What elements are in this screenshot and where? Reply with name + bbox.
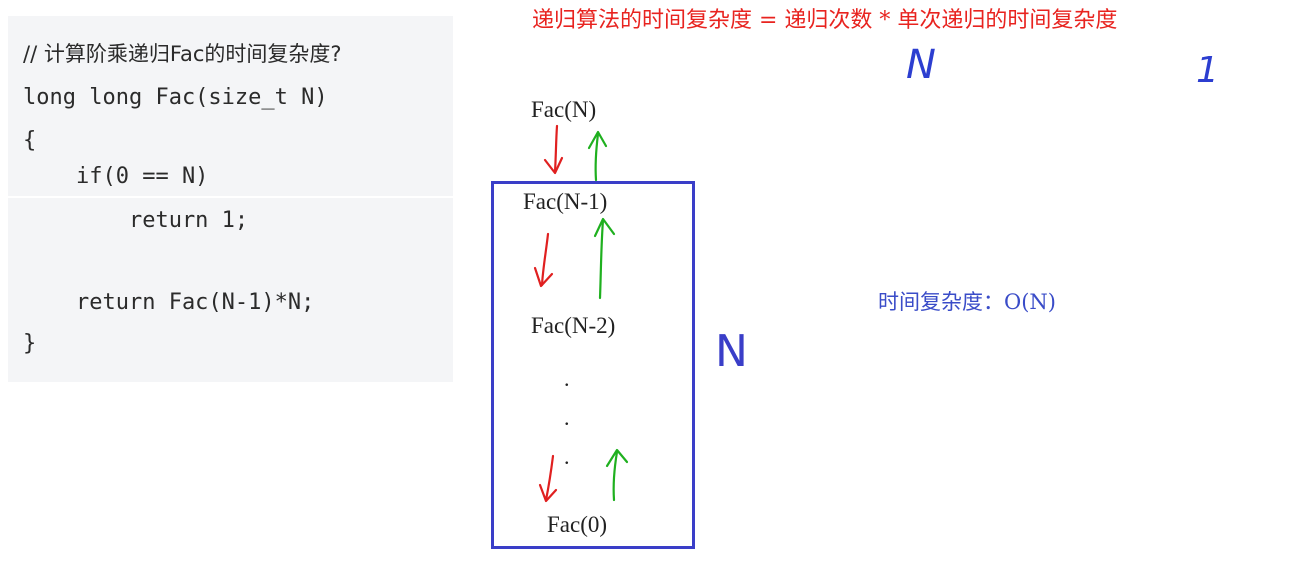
ellipsis-dot-3: . [564,444,570,469]
code-line-if: if(0 == N) [23,164,209,189]
call-fac-n: Fac(N) [531,97,597,122]
handwritten-single-one: 1 [1196,50,1219,91]
ellipsis-dot-2: . [564,405,570,430]
code-line-open-brace: { [23,128,37,153]
code-line-return-one: return 1; [23,208,249,233]
code-line-close-brace: } [23,331,37,356]
return-arrow-1 [587,130,608,182]
call-arrow-1 [543,124,564,175]
handwritten-count-n: N [906,42,936,88]
code-divider [8,196,453,198]
code-line-return-recursive: return Fac(N-1)*N; [23,290,315,315]
complexity-formula: 递归算法的时间复杂度 = 递归次数 * 单次递归的时间复杂度 [532,8,1118,33]
code-line-signature: long long Fac(size_t N) [23,85,328,110]
call-fac-n-minus-1: Fac(N-1) [523,189,608,214]
call-fac-n-minus-2: Fac(N-2) [531,313,616,338]
call-fac-0: Fac(0) [547,512,608,537]
complexity-result: 时间复杂度：O(N) [878,290,1056,314]
box-label-n: N [715,326,748,377]
code-block [8,16,453,382]
ellipsis-dot-1: . [564,366,570,391]
recursion-box [491,181,695,549]
code-comment-line: // 计算阶乘递归Fac的时间复杂度? [23,42,342,66]
